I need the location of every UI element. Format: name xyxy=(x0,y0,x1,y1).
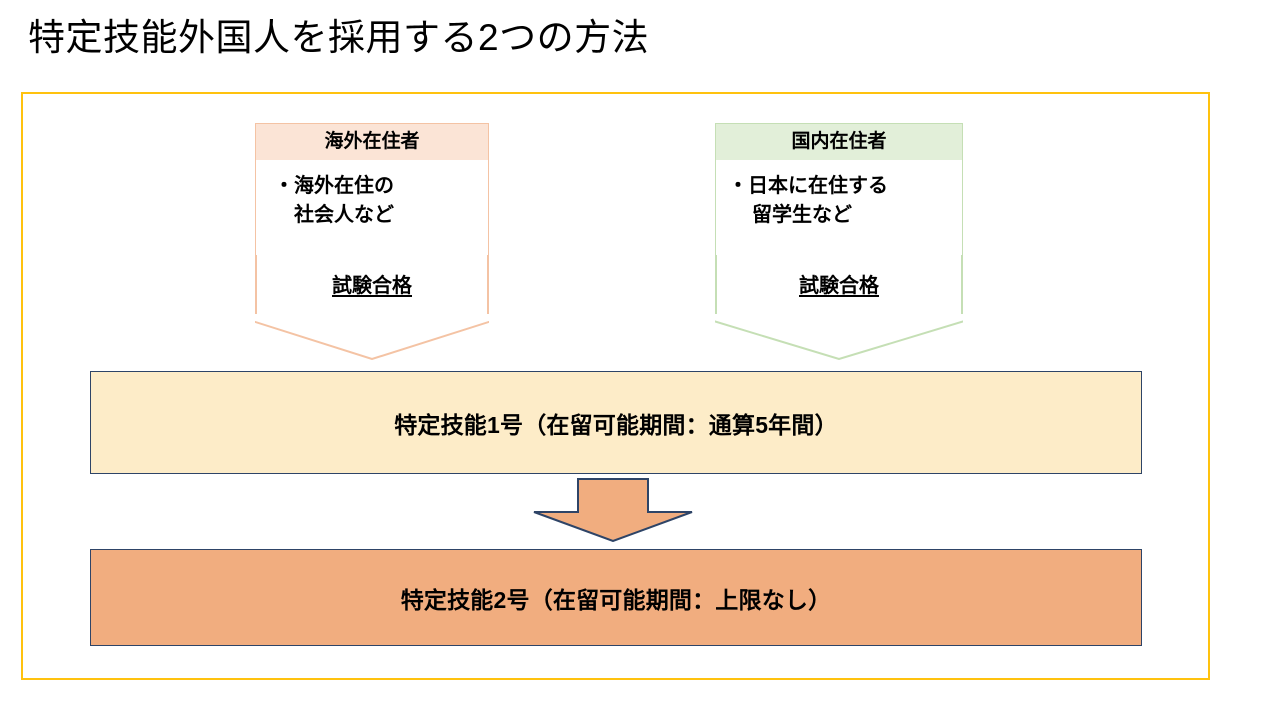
status-band-ssw-2: 特定技能2号（在留可能期間：上限なし） xyxy=(90,549,1142,646)
source-box-domestic-body: ・日本に在住する 留学生など xyxy=(716,160,962,256)
source-line: ・海外在住の xyxy=(274,174,394,197)
source-box-overseas-header: 海外在住者 xyxy=(256,124,488,160)
status-band-ssw-1: 特定技能1号（在留可能期間：通算5年間） xyxy=(90,371,1142,474)
source-line: ・日本に在住する xyxy=(728,174,888,197)
source-group-domestic: 国内在住者 ・日本に在住する 留学生など 試験合格 xyxy=(715,123,963,360)
source-line: 社会人など xyxy=(294,203,394,226)
source-box-overseas-body: ・海外在住の 社会人など xyxy=(256,160,488,256)
exam-pass-arrow-overseas: 試験合格 xyxy=(255,254,489,360)
source-box-domestic: 国内在住者 ・日本に在住する 留学生など xyxy=(715,123,963,256)
progression-arrow xyxy=(533,478,693,542)
status-band-ssw-2-label: 特定技能2号（在留可能期間：上限なし） xyxy=(400,586,832,613)
source-group-overseas: 海外在住者 ・海外在住の 社会人など 試験合格 xyxy=(255,123,489,360)
source-line: 留学生など xyxy=(752,203,852,226)
status-band-ssw-1-label: 特定技能1号（在留可能期間：通算5年間） xyxy=(394,411,838,438)
content-frame xyxy=(21,92,1210,680)
source-box-domestic-header: 国内在住者 xyxy=(716,124,962,160)
exam-pass-arrow-domestic: 試験合格 xyxy=(715,254,963,360)
source-box-overseas: 海外在住者 ・海外在住の 社会人など xyxy=(255,123,489,256)
page-title: 特定技能外国人を採用する2つの方法 xyxy=(28,17,650,58)
